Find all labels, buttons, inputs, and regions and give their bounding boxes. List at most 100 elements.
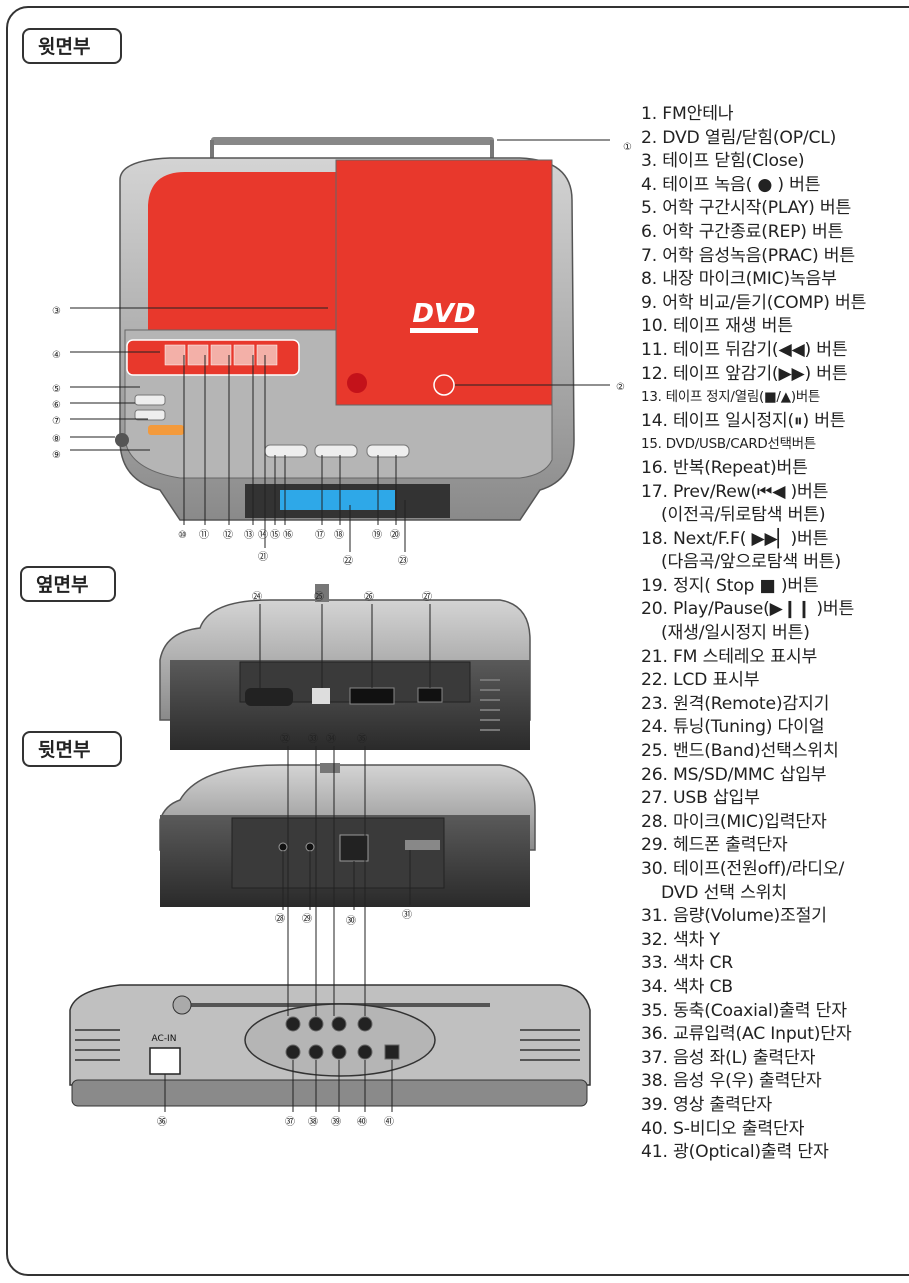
legend-item: 8. 내장 마이크(MIC)녹음부 xyxy=(641,269,837,290)
back-view: AC-IN xyxy=(69,746,591,1112)
audio-r-jack xyxy=(308,1044,324,1060)
legend-item: 32. 색차 Y xyxy=(641,929,720,950)
tape-play-key[interactable] xyxy=(164,344,186,366)
legend-item: 19. 정지( Stop ■ )버튼 xyxy=(641,575,819,596)
callout-20: ⑳ xyxy=(390,529,400,541)
cb-jack xyxy=(331,1016,347,1032)
legend-item: 4. 테이프 녹음( ● ) 버튼 xyxy=(641,174,821,195)
band-switch[interactable] xyxy=(312,688,330,704)
parts-legend: 1. FM안테나 2. DVD 열림/닫힘(OP/CL) 3. 테이프 닫힘(C… xyxy=(641,103,909,1165)
legend-item: 24. 튜닝(Tuning) 다이얼 xyxy=(641,717,825,738)
legend-item: 11. 테이프 뒤감기(◀◀) 버튼 xyxy=(641,339,848,360)
dvd-open-close-button[interactable] xyxy=(433,374,455,396)
callout-17: ⑰ xyxy=(315,529,325,541)
tape-rew-key[interactable] xyxy=(187,344,209,366)
legend-item: 7. 어학 음성녹음(PRAC) 버튼 xyxy=(641,245,855,266)
page-frame xyxy=(6,6,909,1276)
cr-jack xyxy=(308,1016,324,1032)
legend-item: 27. USB 삽입부 xyxy=(641,788,760,809)
callout-33: ㉝ xyxy=(308,733,318,745)
callout-16: ⑯ xyxy=(283,529,293,541)
callout-29: ㉙ xyxy=(302,913,312,925)
function-selector-switch[interactable] xyxy=(339,834,369,862)
legend-item: 3. 테이프 닫힘(Close) xyxy=(641,151,805,172)
callout-8: ⑧ xyxy=(52,434,61,445)
card-slot xyxy=(349,687,395,705)
legend-item: 34. 색차 CB xyxy=(641,976,733,997)
legend-item: (이전곡/뒤로탐색 버튼) xyxy=(661,505,826,526)
ac-input-socket xyxy=(149,1047,181,1075)
volume-control[interactable] xyxy=(405,840,440,850)
side-view-2 xyxy=(159,763,536,910)
callout-27: ㉗ xyxy=(422,591,432,603)
callout-5: ⑤ xyxy=(52,384,61,395)
callout-35: ㉟ xyxy=(357,733,367,745)
internal-mic xyxy=(115,433,129,447)
lcd-display xyxy=(280,490,395,510)
callout-22: ㉒ xyxy=(343,555,353,567)
callout-9: ⑨ xyxy=(52,450,61,461)
legend-item: 41. 광(Optical)출력 단자 xyxy=(641,1142,829,1163)
legend-item: 38. 음성 우(우) 출력단자 xyxy=(641,1071,822,1092)
callout-26: ㉖ xyxy=(364,591,374,603)
legend-item: 1. FM안테나 xyxy=(641,104,734,124)
side-view xyxy=(159,584,531,750)
legend-item: DVD 선택 스위치 xyxy=(661,882,787,903)
y-jack xyxy=(285,1016,301,1032)
callout-3: ③ xyxy=(52,306,61,317)
legend-item: 25. 밴드(Band)선택스위치 xyxy=(641,741,839,762)
dvd-door xyxy=(335,159,553,406)
legend-item: (다음곡/앞으로탐색 버튼) xyxy=(661,552,841,573)
legend-item: 39. 영상 출력단자 xyxy=(641,1094,772,1115)
legend-item: 13. 테이프 정지/열림(■/▲)버튼 xyxy=(641,390,821,406)
legend-item: 30. 테이프(전원off)/라디오/ xyxy=(641,859,845,879)
callout-numbers: ① ② ③ ④ ⑤ ⑥ ⑦ ⑧ ⑨ ⑩ ⑪ ⑫ ⑬ ⑭ ⑮ ⑯ ⑰ ⑱ ⑲ ⑳ … xyxy=(52,142,632,1128)
usb-slot xyxy=(417,687,443,703)
callout-7: ⑦ xyxy=(52,416,61,427)
legend-item: 15. DVD/USB/CARD선택버튼 xyxy=(641,437,817,453)
tape-ff-key[interactable] xyxy=(210,344,232,366)
legend-item: 33. 색차 CR xyxy=(641,953,734,974)
callout-37: ㊲ xyxy=(285,1116,295,1128)
callout-14: ⑭ xyxy=(258,529,268,541)
top-view: DVD xyxy=(70,137,610,552)
callout-31: ㉛ xyxy=(402,909,412,921)
callout-41: ㊶ xyxy=(384,1116,394,1128)
callout-34: ㉞ xyxy=(326,733,336,745)
legend-item: 10. 테이프 재생 버튼 xyxy=(641,316,793,337)
callout-28: ㉘ xyxy=(275,913,285,925)
callout-2: ② xyxy=(616,382,625,393)
section-label-back: 뒷면부 xyxy=(22,731,122,767)
legend-item: 37. 음성 좌(L) 출력단자 xyxy=(641,1047,816,1068)
study-buttons[interactable] xyxy=(148,425,184,435)
section-label-top: 윗면부 xyxy=(22,28,122,64)
legend-item: 29. 헤드폰 출력단자 xyxy=(641,835,788,856)
callout-38: ㊳ xyxy=(308,1116,318,1128)
callout-30: ㉚ xyxy=(346,915,356,927)
callout-15: ⑮ xyxy=(270,529,280,541)
callout-6: ⑥ xyxy=(52,400,61,411)
stop-play-buttons[interactable] xyxy=(366,444,410,458)
callout-12: ⑫ xyxy=(223,529,233,541)
legend-item: 2. DVD 열림/닫힘(OP/CL) xyxy=(641,127,837,148)
callout-36: ㊱ xyxy=(157,1116,167,1128)
legend-item: 9. 어학 비교/듣기(COMP) 버튼 xyxy=(641,292,867,313)
callout-10: ⑩ xyxy=(178,530,187,541)
legend-item: 18. Next/F.F( ▶▶▏)버튼 xyxy=(641,528,829,549)
audio-l-jack xyxy=(285,1044,301,1060)
legend-item: 12. 테이프 앞감기(▶▶) 버튼 xyxy=(641,363,848,384)
legend-item: 17. Prev/Rew(⏮◀ )버튼 xyxy=(641,481,829,502)
fm-antenna xyxy=(211,137,494,145)
legend-item: 14. 테이프 일시정지(⏸) 버튼 xyxy=(641,410,846,431)
legend-item: (재생/일시정지 버튼) xyxy=(661,623,810,644)
tuning-dial[interactable] xyxy=(245,688,293,706)
callout-11: ⑪ xyxy=(199,529,209,541)
dvd-select-repeat-buttons[interactable] xyxy=(264,444,308,458)
prev-next-buttons[interactable] xyxy=(314,444,358,458)
tape-stop-key[interactable] xyxy=(233,344,255,366)
tape-pause-key[interactable] xyxy=(256,344,278,366)
legend-item: 31. 음량(Volume)조절기 xyxy=(641,906,827,927)
optical-jack xyxy=(384,1044,400,1060)
callout-18: ⑱ xyxy=(334,529,344,541)
